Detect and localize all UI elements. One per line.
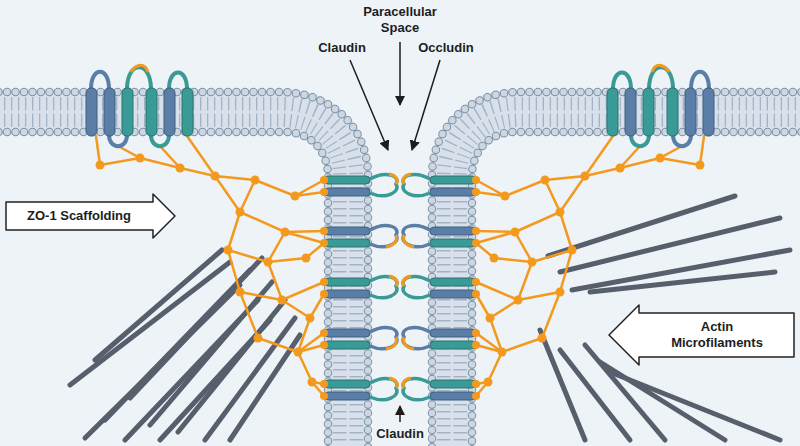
actin-left bbox=[70, 250, 300, 440]
actin-filament bbox=[540, 330, 585, 440]
zo1-network-left bbox=[96, 136, 325, 396]
arrow-shape bbox=[6, 194, 175, 238]
part-label: Paracellular Space bbox=[348, 4, 452, 35]
actin-filament bbox=[70, 262, 230, 385]
actin-filament bbox=[548, 196, 735, 256]
part-label: Claudin bbox=[372, 426, 428, 442]
leader-line bbox=[350, 60, 388, 150]
leader-line bbox=[412, 60, 440, 150]
part-label: Occludin bbox=[418, 40, 474, 56]
callout-text: ZO-1 Scaffolding bbox=[27, 208, 131, 224]
actin-filament bbox=[610, 372, 780, 440]
actin-filament bbox=[560, 350, 630, 440]
left-cell-membrane bbox=[0, 92, 368, 446]
actin-filament bbox=[230, 335, 300, 440]
actin-filament bbox=[205, 318, 295, 440]
leader-line bbox=[399, 406, 401, 422]
right-cell-membrane bbox=[432, 92, 800, 446]
arrow-callout-box: Actin Microfilaments bbox=[608, 304, 795, 366]
callout-text: Actin Microfilaments bbox=[661, 319, 773, 350]
arrow-callout-box: ZO-1 Scaffolding bbox=[5, 193, 176, 239]
leader-lines bbox=[350, 42, 440, 422]
arrow-shape bbox=[609, 305, 794, 365]
leader-line bbox=[399, 42, 401, 105]
actin-filament bbox=[590, 272, 775, 292]
part-label: Claudin bbox=[318, 40, 366, 56]
actin-filament bbox=[560, 218, 780, 272]
actin-filament bbox=[95, 250, 222, 360]
actin-filament bbox=[85, 285, 240, 438]
proteins-left bbox=[86, 65, 397, 400]
